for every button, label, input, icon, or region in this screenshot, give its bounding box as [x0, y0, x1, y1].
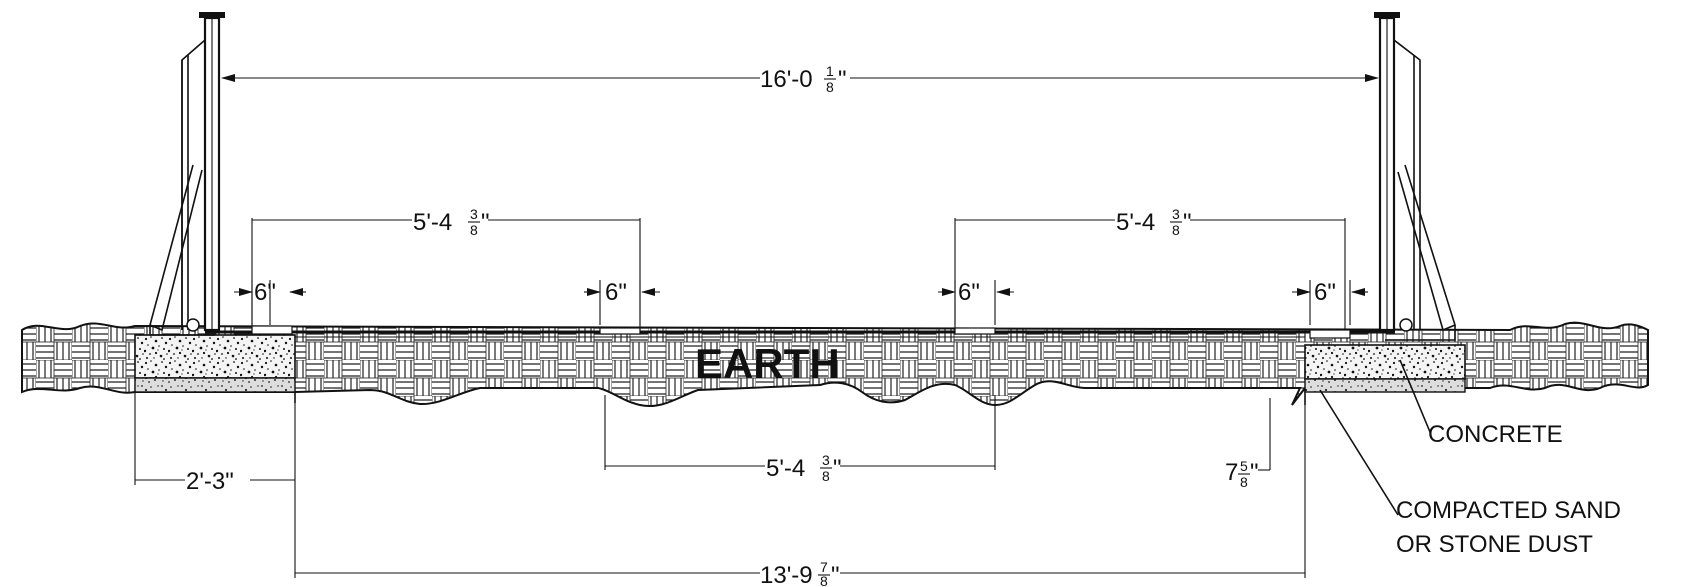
dim-bottom-span-num: 7 — [820, 559, 828, 575]
compacted-label-line1: COMPACTED SAND — [1396, 497, 1621, 524]
dim-overall-whole: 16'-0 — [760, 66, 813, 93]
dim-footing-width: 2'-3" — [134, 392, 296, 578]
earth-label: EARTH — [695, 340, 840, 387]
dim-six-2-text: 6" — [605, 279, 627, 306]
dim-center-lower-unit: " — [833, 455, 842, 482]
compacted-label-line2: OR STONE DUST — [1396, 531, 1593, 558]
dim-right-upper-whole: 5'-4 — [1116, 209, 1155, 236]
dim-depth: 7 5 8 " — [1225, 398, 1271, 490]
dim-left-upper: 5'-4 3 8 " — [251, 206, 641, 330]
dim-overall-unit: " — [838, 66, 847, 93]
dim-six-4-text: 6" — [1314, 279, 1336, 306]
dim-left-upper-whole: 5'-4 — [413, 209, 452, 236]
concrete-callout: CONCRETE — [1399, 359, 1563, 448]
dim-right-upper-unit: " — [1183, 209, 1192, 236]
dim-overall-num: 1 — [826, 63, 834, 79]
dim-six-3: 6" — [938, 279, 1014, 325]
earth-fill — [21, 321, 1649, 407]
dim-center-lower-num: 3 — [822, 452, 830, 468]
dim-depth-unit: " — [1250, 459, 1259, 486]
dim-right-upper-den: 8 — [1172, 222, 1180, 238]
left-post — [149, 12, 225, 336]
dim-six-4: 6" — [1292, 279, 1368, 325]
dim-depth-den: 8 — [1240, 474, 1248, 490]
dim-left-upper-den: 8 — [470, 222, 478, 238]
dim-bottom-span: 13'-9 7 8 " — [295, 405, 1306, 587]
dim-bottom-span-den: 8 — [820, 573, 828, 587]
dim-right-upper: 5'-4 3 8 " — [954, 206, 1346, 330]
dim-bottom-span-whole: 13'-9 — [760, 562, 813, 587]
dim-depth-whole: 7 — [1225, 459, 1238, 486]
dim-center-lower-den: 8 — [822, 468, 830, 484]
base-plates — [251, 325, 1351, 339]
dim-center-lower-whole: 5'-4 — [766, 455, 805, 482]
right-post — [1374, 12, 1456, 341]
dim-six-2: 6" — [584, 279, 660, 325]
left-footing — [134, 334, 296, 393]
dim-overall-den: 8 — [826, 79, 834, 95]
dim-six-1-text: 6" — [254, 279, 276, 306]
right-footing — [1304, 344, 1466, 393]
dim-bottom-span-unit: " — [831, 562, 840, 587]
dim-left-upper-num: 3 — [470, 206, 478, 222]
dim-depth-num: 5 — [1240, 458, 1248, 474]
dim-overall-span: 16'-0 1 8 " — [221, 63, 1379, 95]
dim-right-upper-num: 3 — [1172, 206, 1180, 222]
concrete-label: CONCRETE — [1428, 421, 1563, 448]
compacted-callout: COMPACTED SAND OR STONE DUST — [1319, 389, 1621, 558]
dim-six-3-text: 6" — [958, 279, 980, 306]
dim-left-upper-unit: " — [481, 209, 490, 236]
dim-center-lower: 5'-4 3 8 " — [604, 395, 996, 484]
dim-footing-width-text: 2'-3" — [186, 468, 234, 495]
dim-six-1: 6" — [234, 279, 306, 325]
